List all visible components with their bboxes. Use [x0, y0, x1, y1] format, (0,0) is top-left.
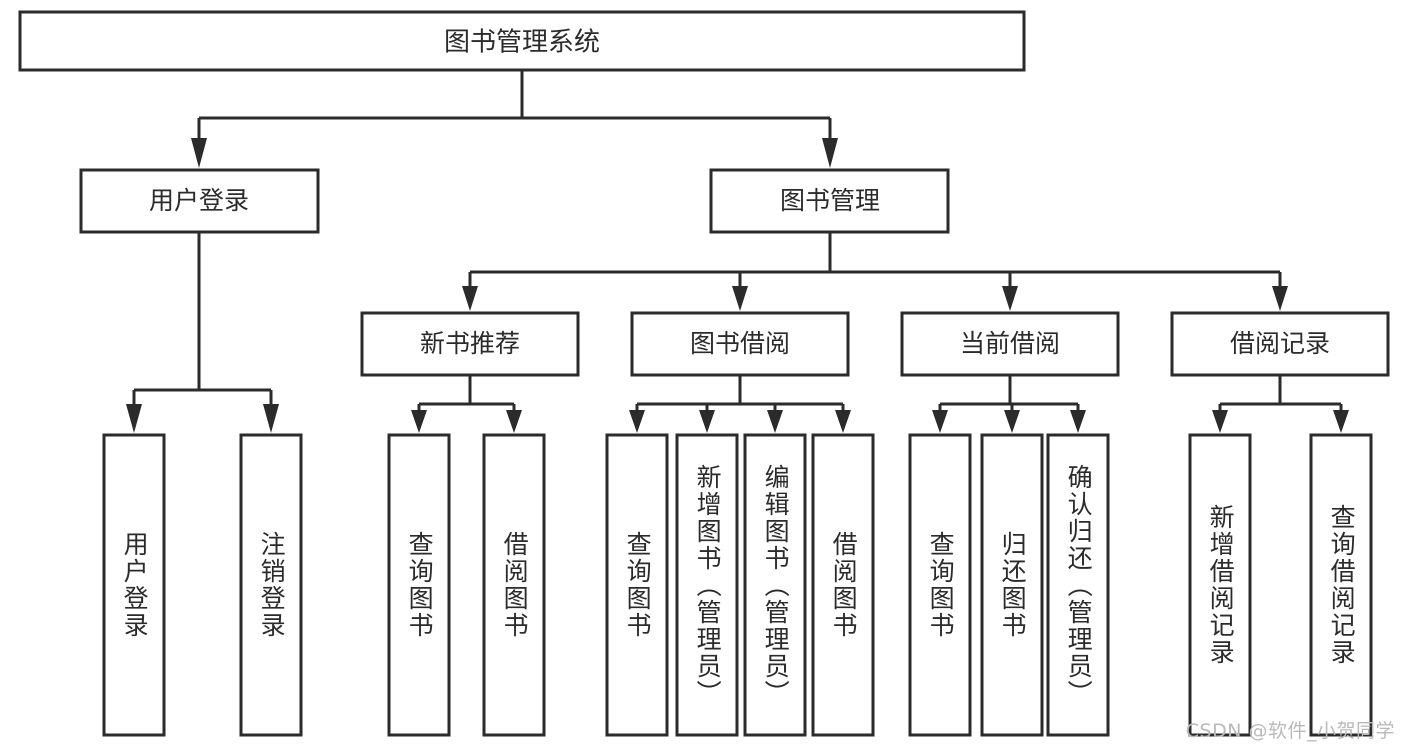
node-leaf-return-book-box[interactable]: [980, 433, 1044, 737]
arrow-head-leaf-query-book-3: [932, 410, 948, 433]
arrow-head-leaf-confirm-return: [1070, 410, 1086, 433]
node-leaf-logout-box[interactable]: [239, 433, 303, 737]
node-leaf-add-book-box[interactable]: [675, 433, 739, 737]
arrow-head-new-book-rec: [462, 286, 478, 311]
node-book-manage-label: 图书管理: [780, 186, 880, 215]
node-current-borrow-label: 当前借阅: [960, 329, 1060, 358]
node-leaf-confirm-return-box[interactable]: [1046, 433, 1110, 737]
node-root-label: 图书管理系统: [444, 28, 600, 58]
node-leaf-borrow-book-1-box[interactable]: [482, 433, 546, 737]
node-leaf-query-record-box[interactable]: [1309, 433, 1373, 737]
arrow-head-leaf-user-login: [126, 404, 142, 433]
node-leaf-add-record-box[interactable]: [1188, 433, 1252, 737]
node-leaf-edit-book-box[interactable]: [743, 433, 807, 737]
node-borrow-record-box[interactable]: [1170, 311, 1390, 377]
node-borrow-record-label: 借阅记录: [1230, 329, 1330, 358]
node-leaf-query-book-1-box[interactable]: [387, 433, 451, 737]
node-leaf-borrow-book-2-box[interactable]: [811, 433, 875, 737]
arrow-head-book-manage: [822, 138, 838, 168]
arrow-head-leaf-borrow-book-2: [835, 410, 851, 433]
node-book-borrow[interactable]: 图书借阅: [630, 311, 850, 377]
arrow-head-current-borrow: [1002, 286, 1018, 311]
node-leaf-query-book-3-box[interactable]: [908, 433, 972, 737]
arrow-head-leaf-add-book: [699, 410, 715, 433]
node-current-borrow[interactable]: 当前借阅: [900, 311, 1120, 377]
node-book-manage-box[interactable]: [709, 168, 950, 234]
node-book-borrow-box[interactable]: [630, 311, 850, 377]
leaf-boxes[interactable]: [102, 433, 1373, 737]
arrow-head-borrow-record: [1272, 286, 1288, 311]
arrow-head-leaf-add-record: [1212, 410, 1228, 433]
node-new-book-rec[interactable]: 新书推荐: [360, 311, 580, 377]
node-user-login-label: 用户登录: [149, 186, 249, 215]
connectors: [126, 70, 1349, 433]
arrow-head-leaf-borrow-book-1: [506, 410, 522, 433]
arrow-head-leaf-query-book-1: [411, 410, 427, 433]
node-borrow-record[interactable]: 借阅记录: [1170, 311, 1390, 377]
node-book-borrow-label: 图书借阅: [690, 329, 790, 358]
node-user-login[interactable]: 用户登录: [79, 168, 320, 234]
arrow-head-user-login: [191, 138, 207, 168]
node-leaf-user-login-box[interactable]: [102, 433, 166, 737]
node-root-box[interactable]: [18, 10, 1026, 72]
node-leaf-query-book-2-box[interactable]: [605, 433, 669, 737]
arrow-head-leaf-query-record: [1333, 410, 1349, 433]
arrow-head-leaf-logout: [263, 404, 279, 433]
arrow-head-book-borrow: [732, 286, 748, 311]
node-current-borrow-box[interactable]: [900, 311, 1120, 377]
node-book-manage[interactable]: 图书管理: [709, 168, 950, 234]
arrow-head-leaf-return-book: [1004, 410, 1020, 433]
node-root[interactable]: 图书管理系统: [18, 10, 1026, 72]
node-user-login-box[interactable]: [79, 168, 320, 234]
watermark: CSDN @软件_小贺同学: [1185, 720, 1395, 742]
arrow-head-leaf-query-book-2: [629, 410, 645, 433]
node-new-book-rec-box[interactable]: [360, 311, 580, 377]
node-new-book-rec-label: 新书推荐: [420, 329, 520, 358]
arrow-head-leaf-edit-book: [767, 410, 783, 433]
